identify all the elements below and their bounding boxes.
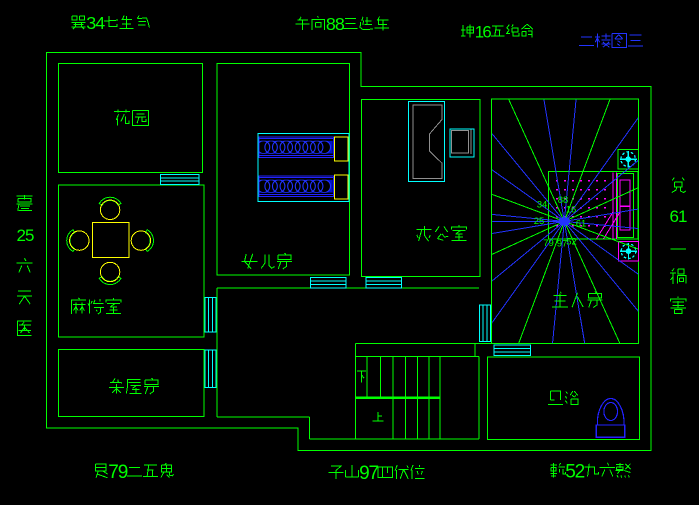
svg-text:34: 34 — [537, 200, 548, 211]
svg-text:34: 34 — [86, 13, 105, 33]
svg-text:61: 61 — [576, 219, 587, 230]
svg-text:97: 97 — [557, 239, 568, 250]
svg-text:79: 79 — [543, 238, 554, 249]
svg-text:52: 52 — [566, 237, 577, 248]
svg-text:52: 52 — [565, 462, 585, 483]
svg-text:88: 88 — [326, 14, 345, 34]
svg-text:25: 25 — [534, 216, 545, 227]
svg-text:88: 88 — [558, 195, 569, 206]
svg-text:79: 79 — [108, 462, 128, 483]
svg-text:16: 16 — [475, 22, 492, 41]
svg-text:25: 25 — [17, 226, 35, 245]
svg-text:97: 97 — [359, 463, 379, 484]
svg-text:61: 61 — [670, 207, 688, 226]
svg-text:16: 16 — [566, 205, 577, 216]
